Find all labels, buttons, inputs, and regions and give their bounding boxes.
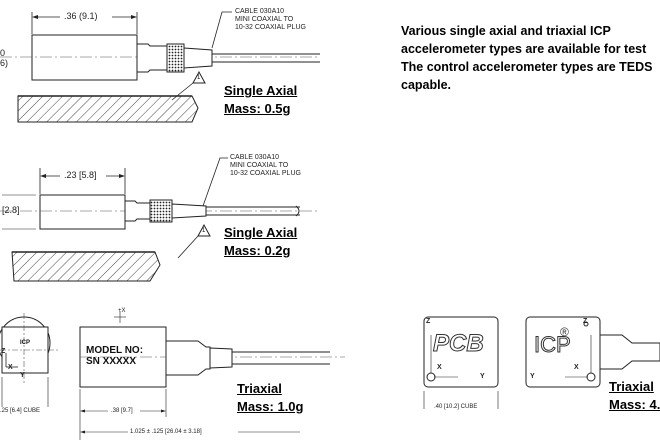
dimension-cube: .40 [10.2] CUBE — [434, 404, 478, 410]
axis-z-label: Z — [583, 318, 588, 325]
pcb-logo: PCB — [433, 330, 485, 358]
dimension-total: 1.025 ± .125 [26.04 ± 3.18] — [130, 429, 202, 435]
cable-note: CABLE 030A10 MINI COAXIAL TO 10-32 COAXI… — [230, 154, 301, 177]
axis-y-label: Y — [530, 373, 535, 380]
dimension-cube: .25 [6.4] CUBE — [0, 408, 41, 414]
axis-y-label: Y — [480, 373, 485, 380]
triaxial-drawing-2 — [423, 316, 660, 409]
dimension-left: 0 — [0, 48, 6, 58]
single-axial-drawing-2 — [0, 157, 320, 282]
single-axial-drawing-1 — [0, 11, 320, 123]
icp-label: ICP — [20, 340, 31, 346]
sensor-mass: Mass: 0.5g — [224, 101, 291, 116]
sensor-title: Single Axial — [224, 225, 298, 240]
cable-note: CABLE 030A10 MINI COAXIAL TO 10-32 COAXI… — [235, 8, 306, 31]
dimension-length: .23 [5.8] — [64, 170, 97, 180]
axis-x-label: X — [437, 364, 442, 371]
plus-x-label: +X — [118, 308, 126, 314]
sensor-title: Triaxial — [237, 381, 282, 396]
icp-logo: ICP — [534, 332, 572, 358]
sensor-mass: Mass: 0.2g — [224, 243, 291, 258]
sensor-title: Triaxial — [609, 379, 654, 394]
registered-mark: ® — [560, 325, 569, 339]
serial-label: SN XXXXX — [86, 356, 137, 367]
axis-y-label: Y — [20, 372, 25, 379]
dimension-depth: .38 [9.7] — [111, 408, 133, 414]
triaxial-drawing-1 — [0, 311, 345, 440]
note-number: 1 — [202, 228, 206, 234]
description-line: The control accelerometer types are TEDS — [401, 60, 653, 74]
description-line: Various single axial and triaxial ICP — [401, 24, 611, 38]
dimension-left-2: 6) — [0, 58, 9, 68]
sensor-title: Single Axial — [224, 83, 298, 98]
model-label: MODEL NO: — [86, 345, 144, 356]
axis-z-label: Z — [426, 318, 431, 325]
note-number: 1 — [197, 75, 201, 81]
description-line: accelerometer types are available for te… — [401, 42, 647, 56]
sensor-mass: Mass: 1.0g — [237, 399, 304, 414]
axis-x-label: X — [8, 364, 13, 371]
description-block: Various single axial and triaxial ICP ac… — [401, 22, 652, 94]
sensor-mass: Mass: 4. — [609, 397, 660, 412]
description-line: capable. — [401, 78, 452, 92]
axis-z-label: Z — [1, 348, 6, 355]
axis-x-label: X — [574, 364, 579, 371]
dimension-length: .36 (9.1) — [64, 11, 98, 21]
dimension-left: [2.8] — [2, 205, 20, 215]
